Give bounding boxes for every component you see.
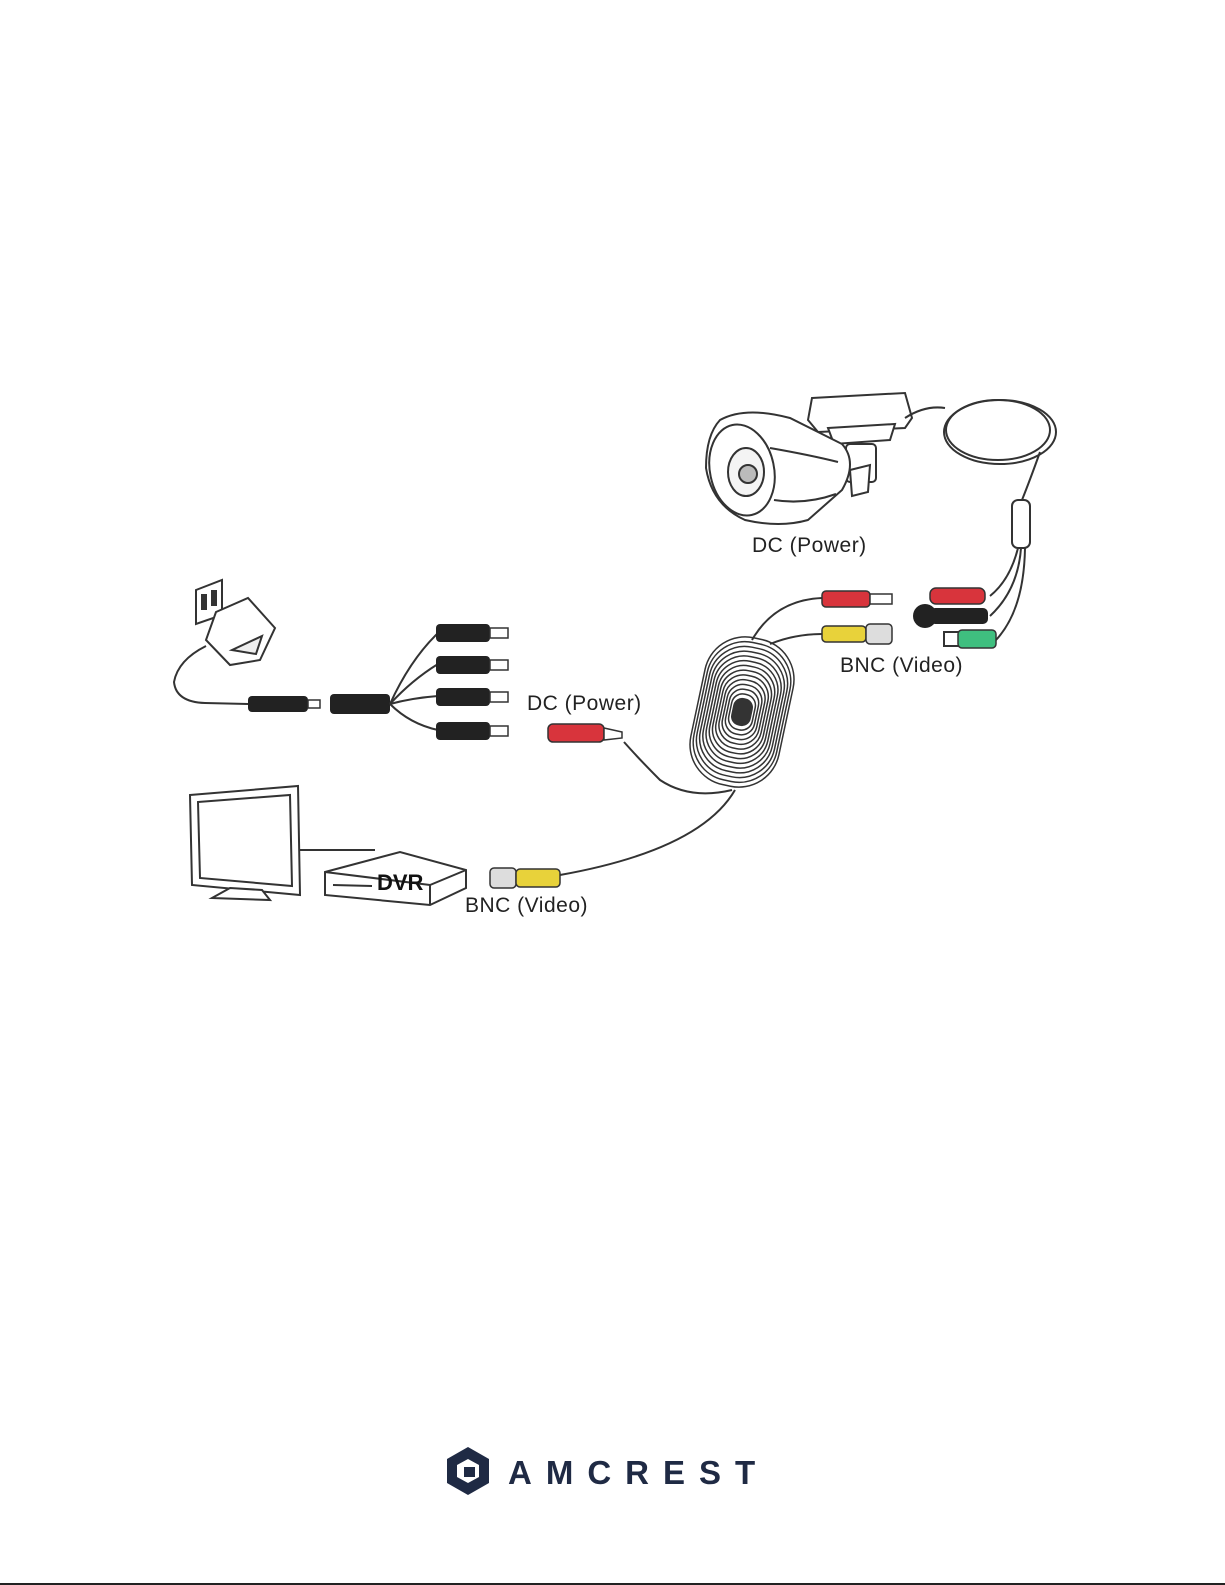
dvr-bnc-plug — [490, 868, 560, 888]
coil-bnc-plug — [822, 624, 892, 644]
splitter-output-plug — [436, 688, 508, 706]
splitter-dc-power-label: DC (Power) — [527, 692, 642, 715]
camera-video-pigtail — [913, 604, 988, 628]
cable-coil — [682, 629, 801, 794]
power-splitter — [330, 624, 508, 740]
camera-audio-pigtail — [944, 630, 996, 648]
coil-loop — [730, 697, 754, 727]
amcrest-logo: AMCREST — [447, 1447, 769, 1495]
coil-power-jack — [548, 724, 622, 742]
camera-bnc-video-label: BNC (Video) — [840, 654, 963, 677]
splitter-output-plug — [436, 656, 508, 674]
power-connector-red — [822, 591, 870, 607]
brand-name: AMCREST — [508, 1454, 769, 1491]
amcrest-hexagon-icon — [447, 1447, 489, 1495]
power-adapter — [174, 580, 275, 704]
camera-dc-power-label: DC (Power) — [752, 534, 867, 557]
dc-plug — [248, 696, 320, 712]
dvr-label: DVR — [377, 870, 424, 895]
splitter-output-plug — [436, 722, 508, 740]
bullet-camera — [701, 393, 912, 524]
power-connector-red — [930, 588, 985, 604]
splitter-output-plug — [436, 624, 508, 642]
camera-power-pigtail — [930, 588, 985, 604]
dvr-bnc-video-label: BNC (Video) — [465, 894, 588, 917]
coil-power-plug — [822, 591, 892, 607]
audio-connector-green — [958, 630, 996, 648]
